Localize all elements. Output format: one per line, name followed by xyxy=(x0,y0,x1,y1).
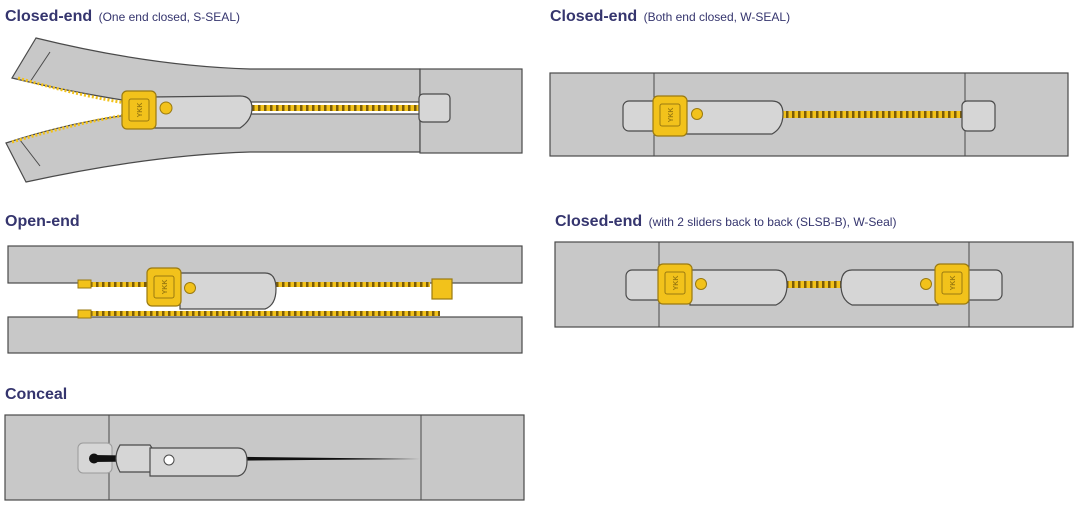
zipper-chain-lower xyxy=(90,311,440,316)
zipper-chain xyxy=(240,105,420,111)
top-stop xyxy=(431,278,453,300)
title-open-end: Open-end xyxy=(5,213,80,231)
title-conceal: Conceal xyxy=(5,386,67,404)
slider-logo-plate xyxy=(941,271,963,295)
top-stop xyxy=(961,100,996,132)
slider-logo: YKK xyxy=(673,276,680,291)
insertion-pin xyxy=(77,309,92,319)
zipper-tape-lower xyxy=(7,316,523,354)
title-main: Closed-end xyxy=(550,8,638,25)
slider-logo-plate xyxy=(153,275,175,299)
slider-logo-plate xyxy=(659,103,681,127)
zipper-chain-upper xyxy=(17,76,133,106)
title-main: Closed-end xyxy=(5,8,93,25)
pull-tab xyxy=(149,447,248,477)
pull-tab-hole xyxy=(691,108,703,120)
retainer-box xyxy=(77,279,92,289)
diagram-slsb: YKK YKK xyxy=(554,241,1074,328)
title-s-seal: Closed-end (One end closed, S-SEAL) xyxy=(5,8,240,26)
slider-logo-plate xyxy=(664,271,686,295)
pull-tab-hole xyxy=(159,101,173,115)
pull-tab xyxy=(149,95,253,129)
pull-tab xyxy=(685,100,784,135)
pull-tab-hole xyxy=(920,278,932,290)
pull-tab-hole xyxy=(163,454,175,466)
title-main: Conceal xyxy=(5,386,68,403)
pull-tab-left xyxy=(689,269,788,306)
diagram-open-end: YKK xyxy=(7,245,523,354)
title-slsb: Closed-end (with 2 sliders back to back … xyxy=(555,213,896,231)
pull-tab-right xyxy=(840,269,939,306)
title-sub: (One end closed, S-SEAL) xyxy=(98,10,240,24)
pull-tab-hole xyxy=(184,282,196,294)
slider-body xyxy=(115,444,156,473)
zipper-chain xyxy=(785,281,845,288)
top-stop xyxy=(418,93,451,123)
title-sub: (with 2 sliders back to back (SLSB-B), W… xyxy=(648,215,897,229)
pull-tab xyxy=(179,272,277,310)
pull-tab-hole xyxy=(695,278,707,290)
tape-fold-line xyxy=(29,51,51,83)
slider-logo: YKK xyxy=(668,108,675,123)
concealed-coil-end xyxy=(89,453,99,464)
title-main: Closed-end xyxy=(555,213,643,230)
diagram-s-seal: YKK xyxy=(5,37,523,183)
slider-logo-plate xyxy=(128,98,150,122)
slider-logo: YKK xyxy=(950,276,957,291)
zipper-tape-lower xyxy=(5,113,421,183)
tape-fold-line xyxy=(19,139,41,167)
zipper-chain xyxy=(780,111,965,118)
title-main: Open-end xyxy=(5,213,80,230)
slider-logo: YKK xyxy=(137,103,144,118)
diagram-conceal xyxy=(4,414,525,501)
diagram-w-seal: YKK xyxy=(549,72,1069,157)
title-sub: (Both end closed, W-SEAL) xyxy=(643,10,791,24)
slider-logo: YKK xyxy=(162,280,169,295)
title-w-seal: Closed-end (Both end closed, W-SEAL) xyxy=(550,8,790,26)
